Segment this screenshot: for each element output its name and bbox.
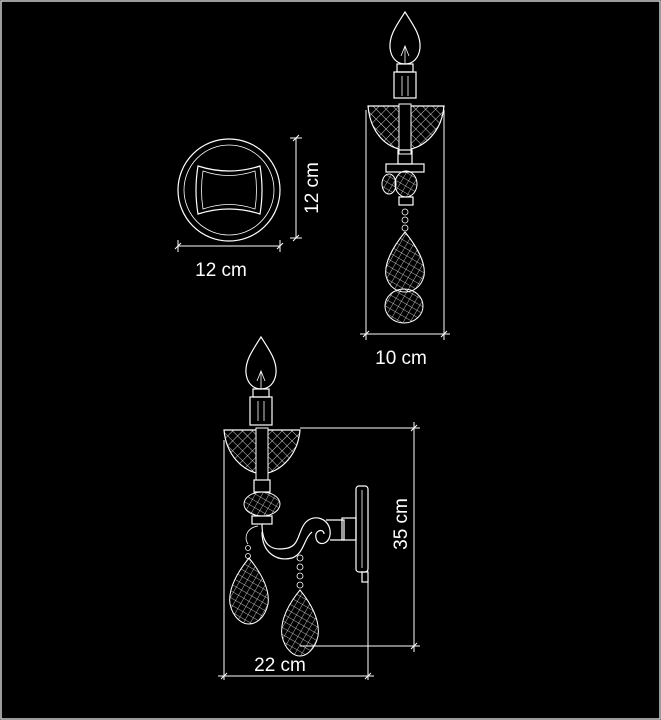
top-view-plate	[177, 138, 281, 242]
top-view-width-label: 12 cm	[195, 260, 247, 281]
front-view-width-label: 22 cm	[254, 655, 306, 676]
top-view-width-dimension	[174, 240, 284, 252]
front-view-lamp	[223, 335, 369, 657]
side-view-width-label: 10 cm	[375, 348, 427, 369]
top-view-height-dimension	[290, 134, 302, 242]
front-view-height-label: 35 cm	[391, 498, 412, 550]
side-view-width-dimension	[360, 110, 450, 340]
front-view-height-dimension	[300, 422, 420, 652]
front-view-width-dimension	[218, 440, 374, 680]
top-view-height-label: 12 cm	[302, 162, 323, 214]
side-view-lamp	[367, 10, 445, 324]
